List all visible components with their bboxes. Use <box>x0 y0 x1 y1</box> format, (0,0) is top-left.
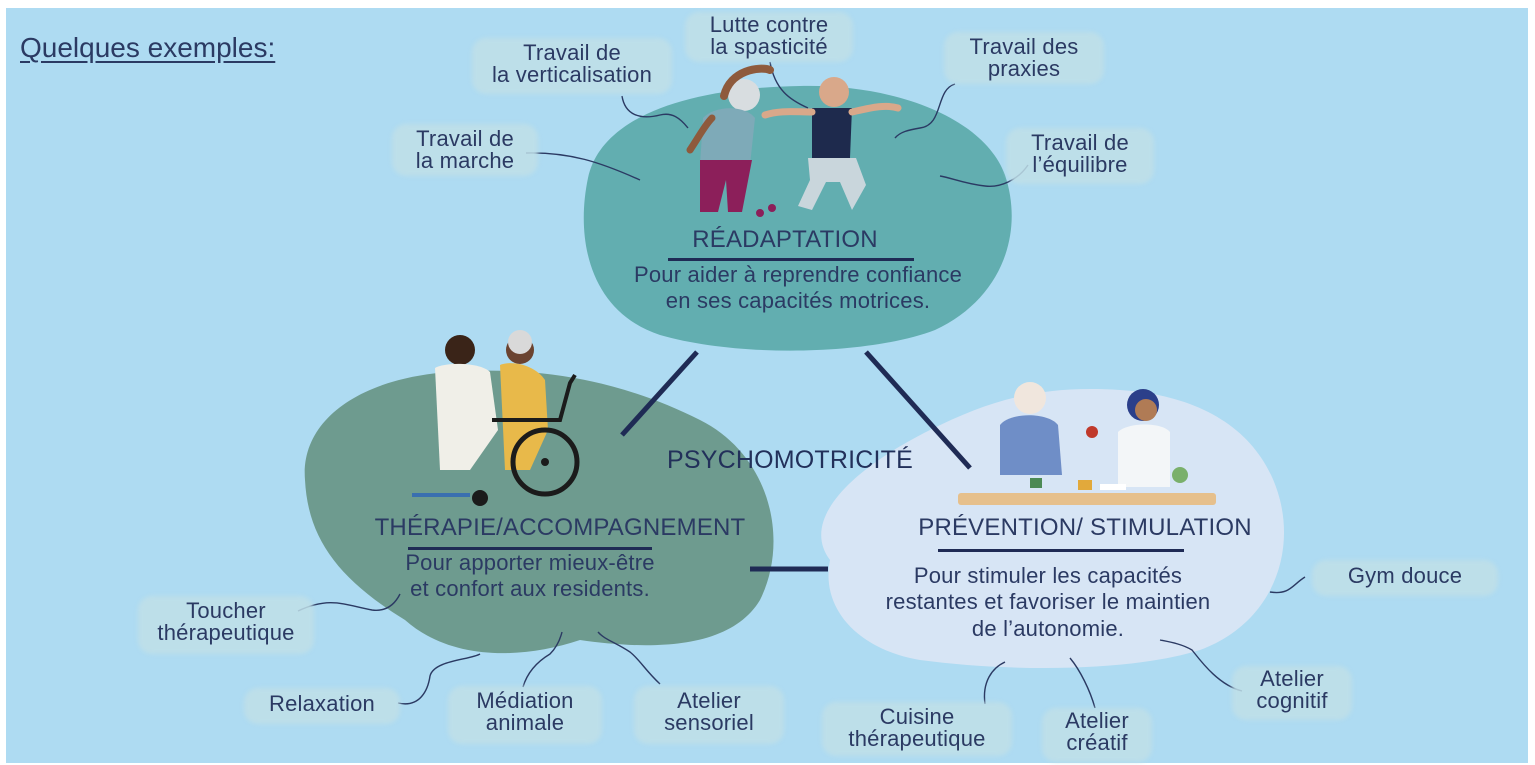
readaptation-underline <box>668 258 914 261</box>
tag-cognitif: Atelier cognitif <box>1256 666 1328 714</box>
therapie-description: Pour apporter mieux-être et confort aux … <box>405 550 655 602</box>
tag-mediation: Médiation animale <box>476 688 574 736</box>
psychomotricite-label: PSYCHOMOTRICITÉ <box>666 446 914 474</box>
tag-equilibre: Travail de l’équilibre <box>1031 130 1129 178</box>
connector-readaptation-therapie <box>620 350 699 437</box>
tag-background <box>944 32 1104 84</box>
tag-spasticite: Lutte contre la spasticité <box>709 12 829 60</box>
caregiver-wheelchair-illustration <box>412 330 580 506</box>
cognitive-workshop-illustration <box>958 382 1216 505</box>
tag-cuisine: Cuisine thérapeutique <box>848 704 986 752</box>
tag-marche: Travail de la marche <box>415 126 515 174</box>
tag-sensoriel: Atelier sensoriel <box>664 688 754 736</box>
tag-background <box>1232 666 1352 720</box>
tag-gym-douce: Gym douce <box>1347 563 1463 588</box>
tag-background <box>1042 708 1152 762</box>
exercising-seniors-illustration <box>686 64 902 217</box>
connector-readaptation-prevention <box>864 350 972 470</box>
tag-background <box>448 686 602 744</box>
readaptation-description: Pour aider à reprendre confiance en ses … <box>633 262 963 314</box>
tag-leader-lines <box>297 61 1306 709</box>
readaptation-title: RÉADAPTATION <box>692 226 878 253</box>
tag-background <box>822 702 1012 756</box>
therapie-underline <box>408 547 652 550</box>
tag-background <box>138 596 314 654</box>
tag-background <box>1006 128 1154 184</box>
prevention-underline <box>938 549 1184 552</box>
prevention-title: PRÉVENTION/ STIMULATION <box>918 514 1252 541</box>
therapie-title: THÉRAPIE/ACCOMPAGNEMENT <box>374 514 746 541</box>
tag-background <box>1312 560 1498 596</box>
tag-toucher: Toucher thérapeutique <box>157 598 295 646</box>
tag-background <box>392 124 538 176</box>
tag-background <box>685 12 853 62</box>
tag-background <box>244 688 400 724</box>
tag-background <box>634 686 784 744</box>
page-heading: Quelques exemples: <box>20 32 276 63</box>
tag-relaxation: Relaxation <box>269 691 375 716</box>
tag-background <box>472 38 672 94</box>
tag-verticalisation: Travail de la verticalisation <box>491 40 653 88</box>
tag-creatif: Atelier créatif <box>1065 708 1129 756</box>
prevention-description: Pour stimuler les capacités restantes et… <box>885 563 1211 641</box>
therapie-blob <box>304 370 774 654</box>
tag-praxies: Travail des praxies <box>969 34 1079 82</box>
